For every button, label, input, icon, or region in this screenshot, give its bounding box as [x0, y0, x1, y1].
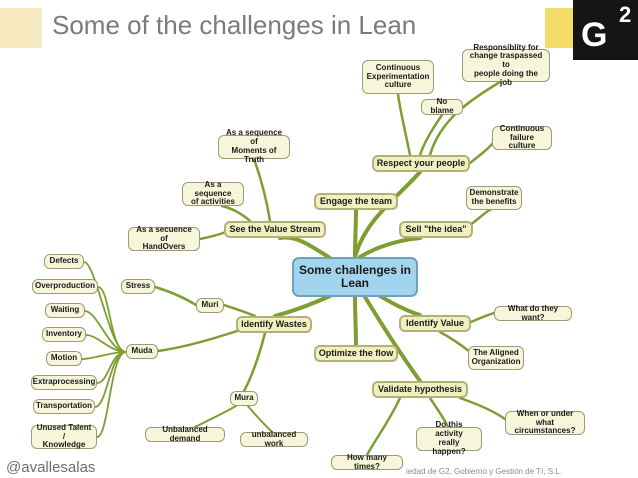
twitter-handle: @avallesalas: [6, 459, 96, 476]
stress-node[interactable]: Stress: [121, 279, 155, 294]
mura-node[interactable]: Mura: [230, 391, 258, 406]
failure-culture-node[interactable]: Continuous failure culture: [492, 124, 552, 150]
moments-of-truth-node[interactable]: As a sequence of Moments of Truth: [218, 129, 290, 164]
connector-line: [84, 310, 127, 353]
identify-wastes-node[interactable]: Identify Wastes: [236, 316, 312, 333]
connector-line: [458, 396, 507, 421]
slide-title: Some of the challenges in Lean: [52, 10, 417, 40]
connector-line: [96, 351, 127, 438]
connector-line: [468, 208, 492, 227]
connector-line: [438, 330, 472, 354]
connector-line: [220, 204, 252, 223]
logo-superscript: 2: [619, 2, 632, 27]
connector-line: [353, 295, 358, 347]
optimize-the-flow-node[interactable]: Optimize the flow: [314, 345, 398, 362]
logo-letter: G: [581, 16, 607, 54]
connector-line: [94, 351, 127, 408]
unbalanced-demand-node[interactable]: Unbalanced demand: [145, 425, 225, 442]
connector-line: [153, 285, 198, 307]
aligned-organization-node[interactable]: The Aligned Organization: [468, 346, 524, 370]
connector-line: [378, 294, 422, 317]
connector-line: [418, 113, 444, 157]
muri-node[interactable]: Muri: [196, 298, 224, 313]
demonstrate-benefits-node[interactable]: Demonstrate the benefits: [466, 186, 522, 210]
how-many-times-node[interactable]: How many times?: [331, 453, 403, 470]
transportation-node[interactable]: Transportation: [33, 399, 95, 414]
connector-line: [365, 396, 402, 457]
connector-line: [469, 311, 496, 324]
g2-logo: G 2: [545, 0, 638, 60]
unused-talent-node[interactable]: Unused Talent / Knowledge: [31, 423, 97, 449]
title-accent-bar: [0, 8, 42, 48]
connector-line: [353, 208, 358, 259]
connector-line: [222, 303, 257, 318]
inventory-node[interactable]: Inventory: [42, 327, 86, 342]
title-band: Some of the challenges in Lean: [0, 0, 638, 52]
overproduction-node[interactable]: Overproduction: [32, 279, 98, 294]
connector-line: [396, 92, 412, 157]
connector-line: [194, 405, 237, 428]
connector-line: [358, 236, 422, 259]
respect-your-people-node[interactable]: Respect your people: [372, 155, 470, 172]
logo-yellow-block: [545, 8, 573, 48]
connector-line: [363, 295, 422, 383]
connector-line: [278, 235, 332, 260]
identify-value-node[interactable]: Identify Value: [399, 315, 471, 332]
logo-black-block: [573, 0, 638, 60]
responsibility-node[interactable]: Responsiblity for change traspassed to p…: [462, 43, 550, 87]
muda-node[interactable]: Muda: [126, 344, 158, 359]
what-do-they-want-node[interactable]: What do they want?: [494, 304, 572, 321]
defects-node[interactable]: Defects: [44, 254, 84, 269]
connector-line: [428, 396, 450, 429]
connector-line: [247, 405, 273, 433]
connector-line: [273, 294, 332, 318]
connector-line: [83, 261, 127, 353]
connector-line: [353, 170, 422, 259]
handovers-node[interactable]: As a secuence of HandOvers: [128, 225, 200, 251]
extraprocessing-node[interactable]: Extraprocessing: [31, 375, 97, 390]
center-node[interactable]: Some challenges in Lean: [292, 257, 418, 297]
engage-the-team-node[interactable]: Engage the team: [314, 193, 398, 210]
connector-line: [198, 230, 228, 241]
continuous-experimentation-node[interactable]: Continuous Experimentation culture: [362, 60, 434, 94]
validate-hypothesis-node[interactable]: Validate hypothesis: [372, 381, 468, 398]
sell-the-idea-node[interactable]: Sell "the idea": [399, 221, 473, 238]
no-blame-node[interactable]: No blame: [421, 97, 463, 115]
connector-line: [156, 328, 242, 353]
motion-node[interactable]: Motion: [46, 351, 82, 366]
connector-line: [242, 331, 267, 393]
unbalanced-work-node[interactable]: unbalanced work: [240, 430, 308, 447]
see-value-stream-node[interactable]: See the Value Stream: [224, 221, 326, 238]
waiting-node[interactable]: Waiting: [45, 303, 85, 318]
activity-happen-node[interactable]: Do this activity really happen?: [416, 421, 482, 456]
connector-line: [252, 157, 272, 223]
copyright-footer: iedad de G2, Gobierno y Gestión de TI, S…: [406, 467, 562, 476]
sequence-of-activities-node[interactable]: As a sequence of activities: [182, 180, 244, 206]
when-circumstances-node[interactable]: When or under what circumstances?: [505, 409, 585, 435]
